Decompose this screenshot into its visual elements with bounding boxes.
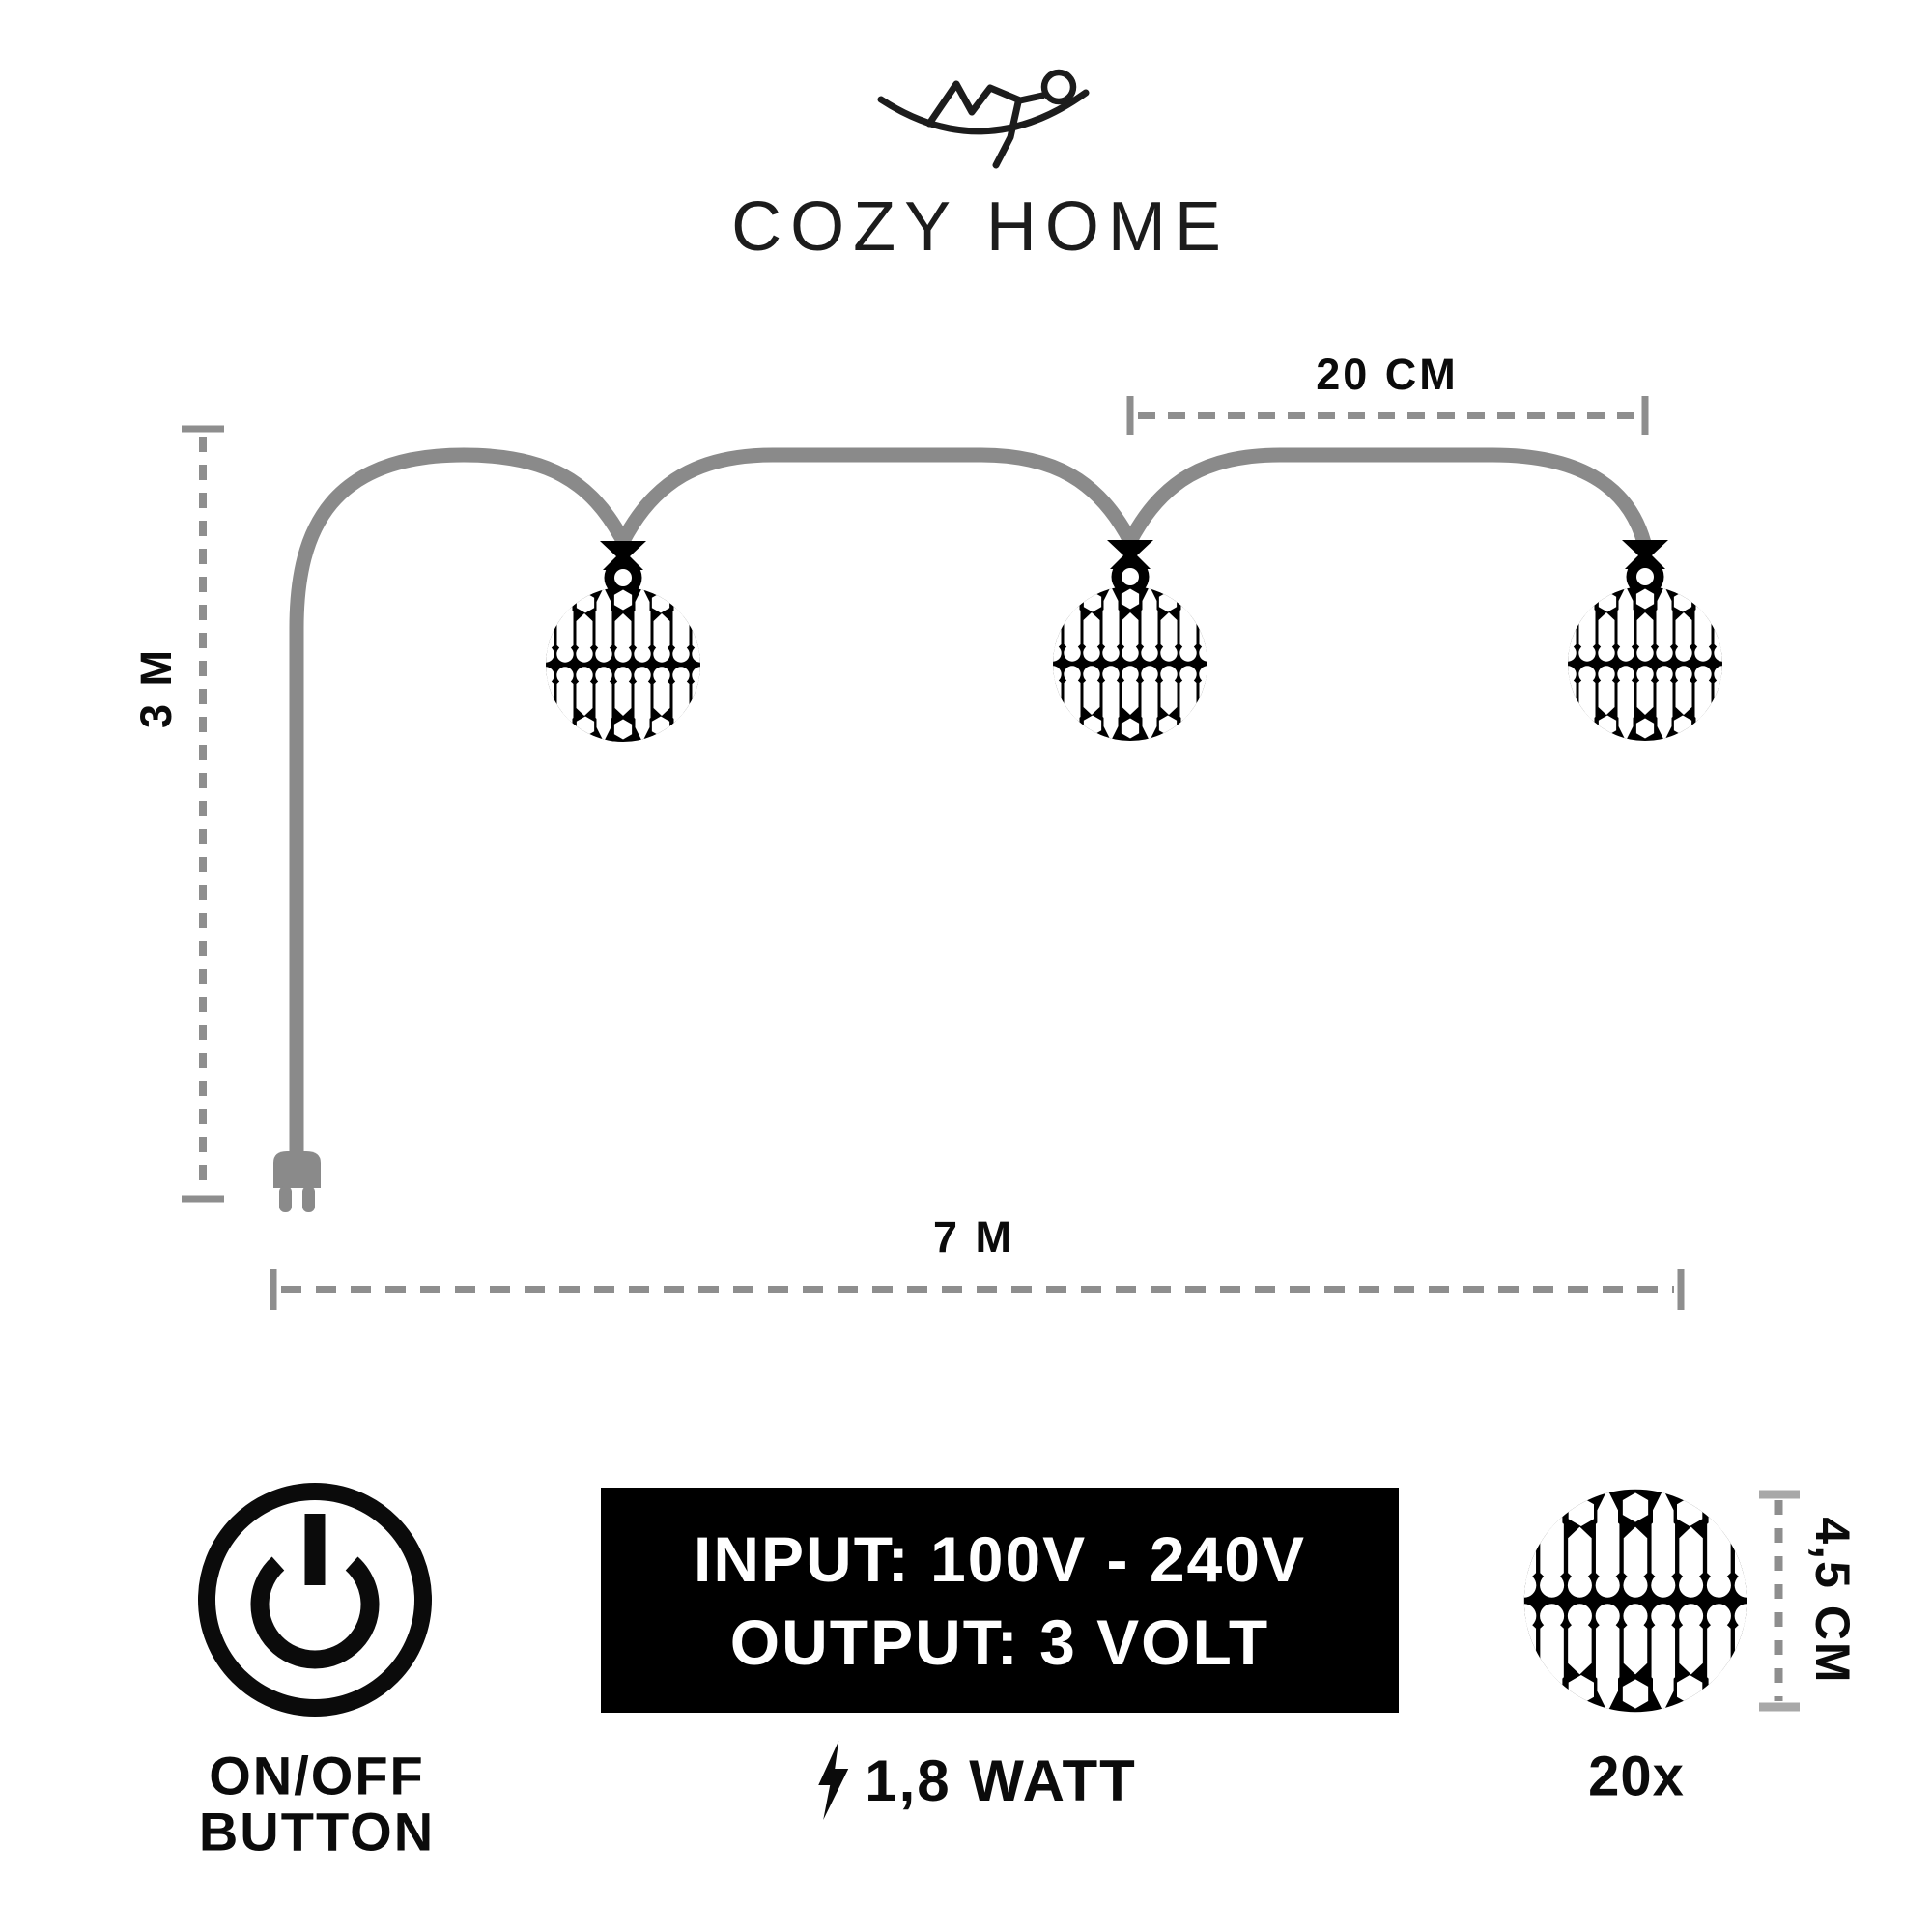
spec-panel: INPUT: 100V - 240V OUTPUT: 3 VOLT xyxy=(601,1488,1399,1713)
total-length-label: 7 M xyxy=(932,1212,1015,1262)
hammock-line xyxy=(877,89,1090,135)
ornament-ball-3 xyxy=(1559,586,1730,741)
bulb-spacing-label: 20 CM xyxy=(1316,350,1459,399)
ornament-ball-1 xyxy=(537,587,708,742)
brand-name: COZY HOME xyxy=(731,188,1230,266)
wattage-label: 1,8 WATT xyxy=(865,1747,1137,1813)
ornament-ball-sample xyxy=(1512,1490,1758,1712)
total-length-dimension xyxy=(270,1269,1685,1310)
lightning-bolt-icon xyxy=(818,1741,849,1820)
bulb-spacing-dimension xyxy=(1126,396,1649,435)
lead-length-dimension xyxy=(182,425,224,1203)
spec-output: OUTPUT: 3 VOLT xyxy=(729,1605,1270,1678)
spec-input: INPUT: 100V - 240V xyxy=(694,1522,1306,1595)
lead-length-label: 3 M xyxy=(131,646,181,729)
ornament-diameter-label: 4,5 CM xyxy=(1805,1517,1860,1685)
person-leg xyxy=(992,99,1022,169)
person-body xyxy=(925,80,1046,128)
power-icon xyxy=(198,1483,432,1717)
plug-icon xyxy=(273,1151,321,1212)
hammock-person-icon xyxy=(877,69,1090,169)
power-button-label-line1: ON/OFF xyxy=(209,1745,425,1806)
ornament-diameter-dimension xyxy=(1759,1490,1800,1712)
power-button-label-line2: BUTTON xyxy=(198,1801,436,1862)
person-head xyxy=(1040,69,1077,105)
ornament-ball-2 xyxy=(1044,586,1215,741)
ornament-count-label: 20x xyxy=(1588,1745,1685,1808)
string-cable xyxy=(289,447,1652,1156)
wattage-row: 1,8 WATT xyxy=(814,1741,1137,1820)
